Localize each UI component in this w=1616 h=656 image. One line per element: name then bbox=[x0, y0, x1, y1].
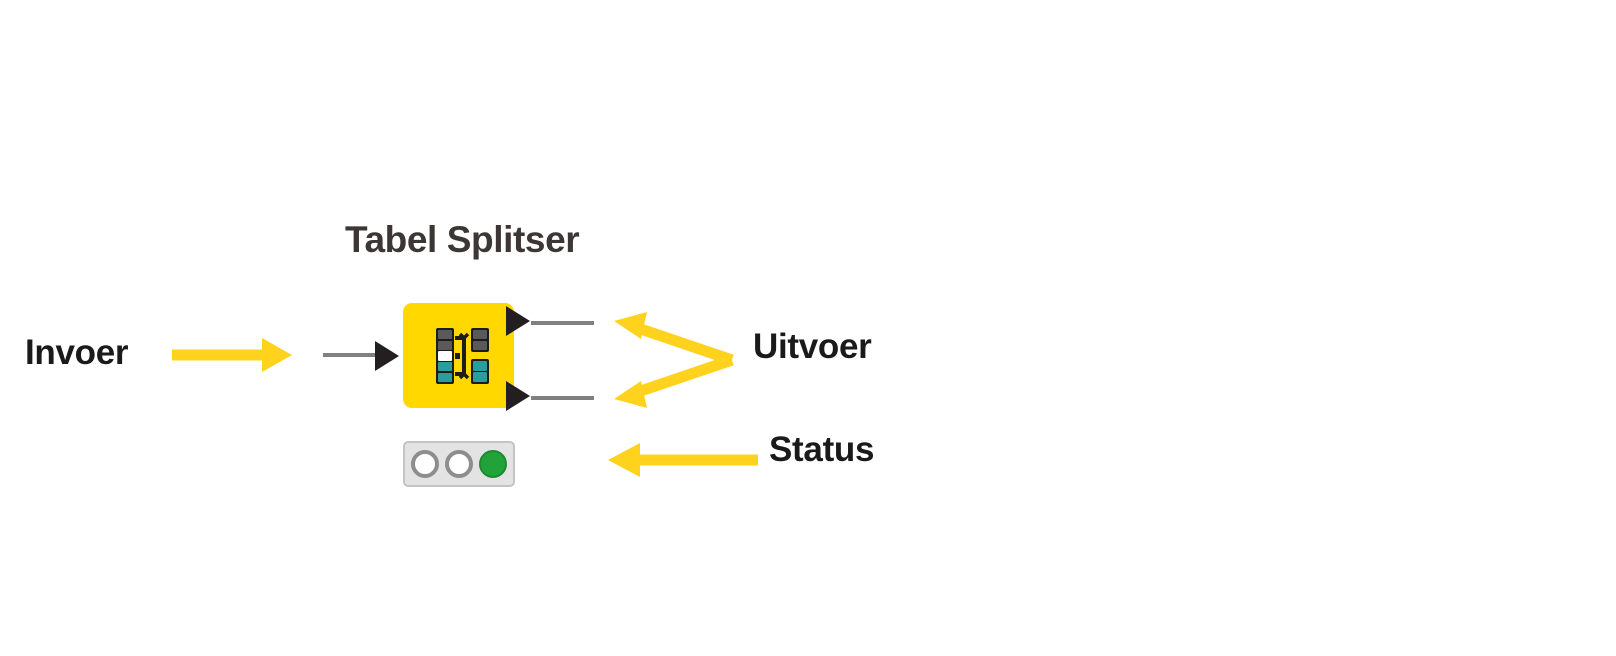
icon-cell bbox=[473, 330, 487, 340]
node-body[interactable] bbox=[403, 303, 514, 408]
output-port-triangle-bottom[interactable] bbox=[506, 381, 530, 411]
icon-cell bbox=[438, 362, 452, 372]
output-port-connector-top bbox=[531, 321, 594, 325]
table-splitter-icon bbox=[433, 327, 490, 385]
input-port-triangle[interactable] bbox=[375, 341, 399, 371]
status-arrow-icon bbox=[608, 443, 758, 477]
icon-cell bbox=[438, 351, 452, 361]
invoer-arrow-icon bbox=[172, 338, 292, 372]
uitvoer-arrow-icon bbox=[614, 312, 734, 408]
input-port-connector bbox=[323, 353, 379, 357]
icon-source-column bbox=[436, 328, 454, 384]
node-title: Tabel Splitser bbox=[345, 219, 580, 260]
icon-cell bbox=[473, 372, 487, 382]
status-bar[interactable] bbox=[403, 441, 515, 487]
status-light-idle bbox=[411, 450, 439, 478]
icon-cell bbox=[438, 340, 452, 350]
icon-output-block-bottom bbox=[471, 359, 489, 384]
status-light-executed bbox=[479, 450, 507, 478]
icon-cell bbox=[438, 372, 452, 383]
icon-output-block-top bbox=[471, 328, 489, 352]
output-port-triangle-top[interactable] bbox=[506, 306, 530, 336]
icon-split-bracket-icon bbox=[455, 332, 470, 380]
callout-label-invoer: Invoer bbox=[25, 333, 129, 372]
icon-cell bbox=[473, 340, 487, 350]
icon-cell bbox=[438, 330, 452, 340]
output-port-connector-bottom bbox=[531, 396, 594, 400]
callout-label-uitvoer: Uitvoer bbox=[753, 327, 872, 366]
status-light-running bbox=[445, 450, 473, 478]
callout-label-status: Status bbox=[769, 430, 875, 469]
icon-cell bbox=[473, 361, 487, 371]
